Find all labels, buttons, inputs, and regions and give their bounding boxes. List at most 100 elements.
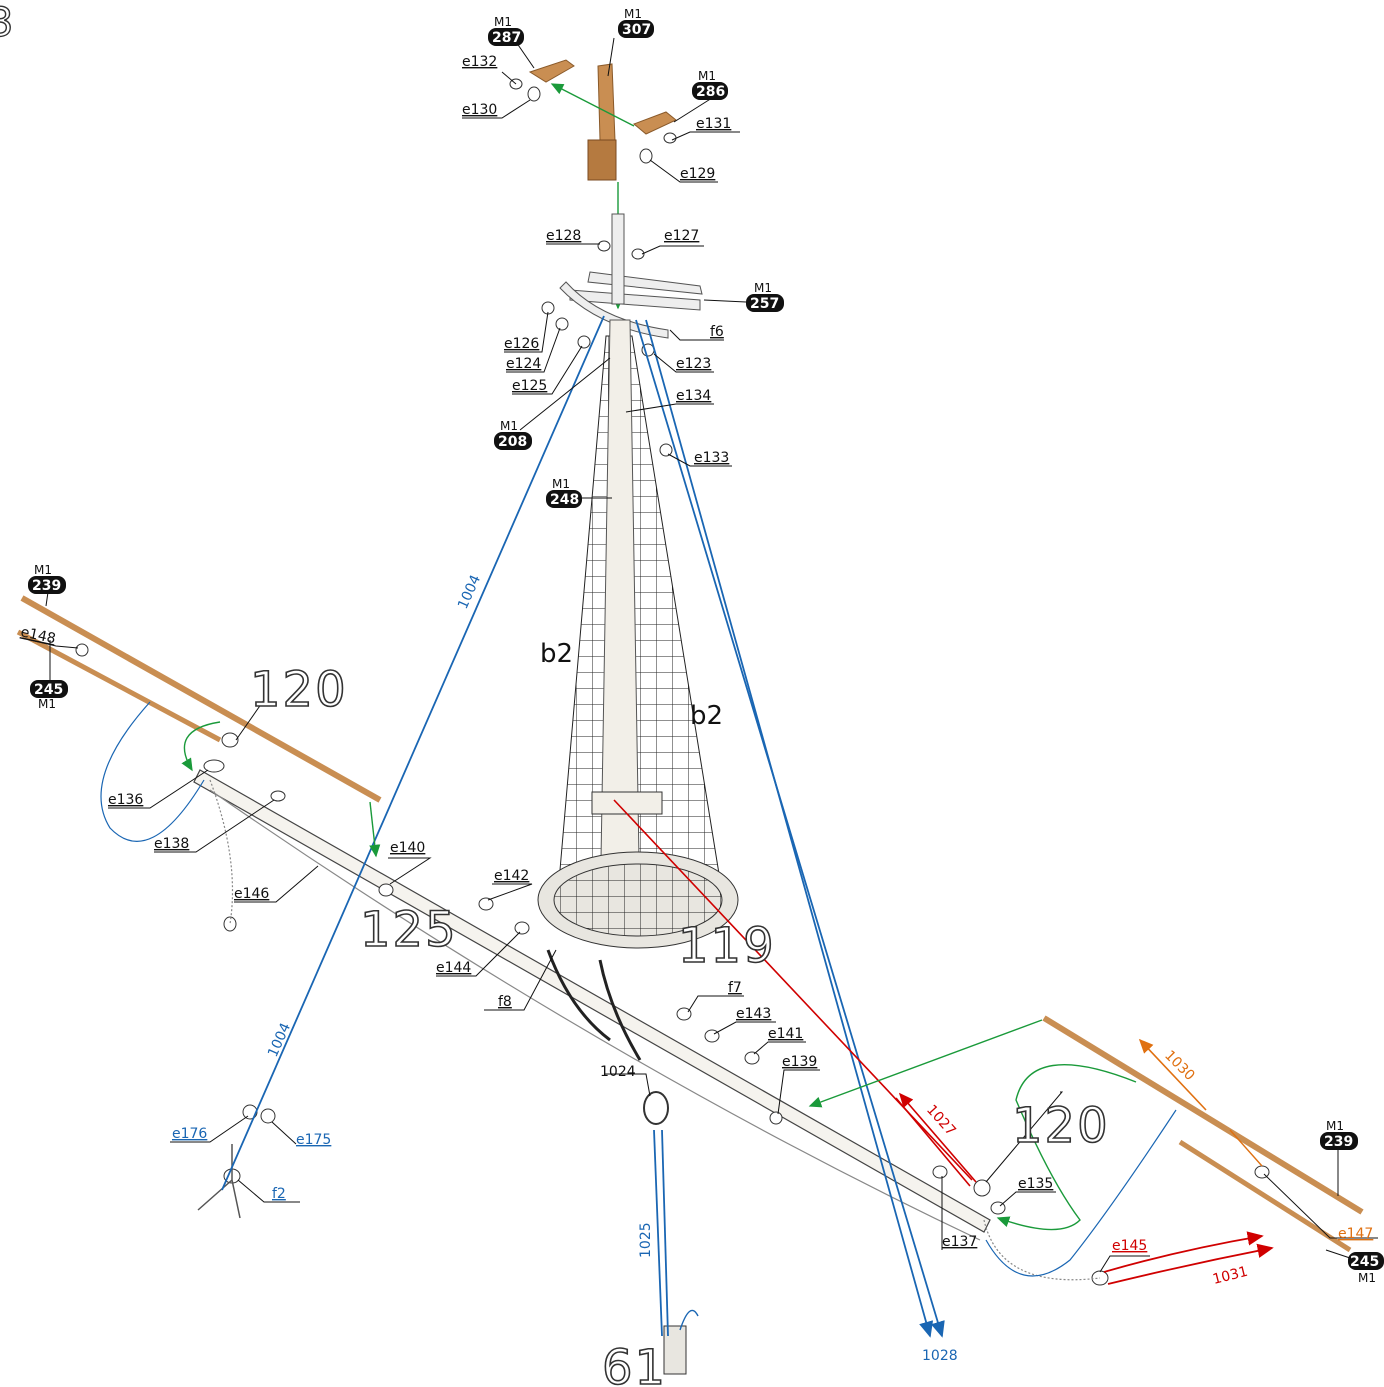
block-e133 xyxy=(659,443,673,457)
rope-label-1024: 1024 xyxy=(600,1064,636,1080)
crosstrees xyxy=(559,213,703,339)
svg-text:239: 239 xyxy=(1324,1134,1353,1150)
label-e124: e124 xyxy=(506,356,541,372)
label-e128: e128 xyxy=(546,228,581,244)
label-e138: e138 xyxy=(154,836,189,852)
svg-text:M1: M1 xyxy=(552,477,570,491)
label-e127: e127 xyxy=(664,228,699,244)
block-e142 xyxy=(478,897,494,911)
svg-text:M1: M1 xyxy=(754,281,772,295)
block-e137-sheave xyxy=(932,1165,948,1179)
label-e139: e139 xyxy=(782,1054,817,1070)
block-e141 xyxy=(744,1051,760,1065)
svg-text:307: 307 xyxy=(622,22,651,38)
rope-label-1031: 1031 xyxy=(1211,1264,1249,1288)
rope-loop-left xyxy=(100,701,205,842)
assembly-number-120-left: 120 xyxy=(250,662,348,718)
block-e140 xyxy=(378,883,394,897)
label-e135: e135 xyxy=(1018,1176,1053,1192)
assembly-number-61: 61 xyxy=(602,1340,667,1387)
svg-text:286: 286 xyxy=(696,84,725,100)
block-e124 xyxy=(555,317,569,331)
svg-text:M1: M1 xyxy=(500,419,518,433)
rope-1025-end xyxy=(679,1309,699,1331)
line-e147 xyxy=(1229,1129,1263,1167)
hoist-block xyxy=(643,1091,669,1125)
label-e142: e142 xyxy=(494,868,529,884)
boom-239-left xyxy=(20,595,382,803)
block-120-right xyxy=(973,1179,991,1197)
svg-text:M1: M1 xyxy=(698,69,716,83)
block-e146 xyxy=(223,916,237,932)
tag-245-left: 245 M1 xyxy=(30,680,68,711)
label-f6: f6 xyxy=(710,324,724,340)
block-e130 xyxy=(527,86,541,102)
boom-239-right xyxy=(1042,1015,1364,1215)
label-e143: e143 xyxy=(736,1006,771,1022)
rope-loop-right xyxy=(985,1109,1177,1277)
tag-287: M1 287 xyxy=(488,15,524,46)
label-e132: e132 xyxy=(462,54,497,70)
assembly-number-119: 119 xyxy=(678,918,776,974)
label-e141: e141 xyxy=(768,1026,803,1042)
rope-1004 xyxy=(221,315,605,1191)
rope-label-1004-lower: 1004 xyxy=(265,1020,294,1059)
block-e138 xyxy=(270,790,286,802)
tag-239-right: M1 239 xyxy=(1320,1119,1358,1150)
rope-label-1030: 1030 xyxy=(1161,1048,1198,1085)
label-e140: e140 xyxy=(390,840,425,856)
svg-text:M1: M1 xyxy=(494,15,512,29)
svg-text:M1: M1 xyxy=(34,563,52,577)
label-e137: e137 xyxy=(942,1234,977,1250)
label-e131: e131 xyxy=(696,116,731,132)
rope-1025-b xyxy=(661,1129,669,1337)
arrow-1030 xyxy=(1138,1038,1207,1111)
label-e146: e146 xyxy=(234,886,269,902)
svg-text:257: 257 xyxy=(750,296,779,312)
label-e136: e136 xyxy=(108,792,143,808)
tag-286: M1 286 xyxy=(692,69,728,100)
tackle-f2-legs xyxy=(197,1144,241,1219)
block-e127 xyxy=(631,248,645,260)
block-e129 xyxy=(639,148,653,164)
rope-1027-a xyxy=(898,1092,977,1183)
label-e175: e175 xyxy=(296,1132,331,1148)
block-e131 xyxy=(663,132,677,144)
block-e148 xyxy=(75,643,89,657)
trestle xyxy=(591,791,663,815)
green-arrow-left-boom xyxy=(369,801,381,858)
svg-text:M1: M1 xyxy=(624,7,642,21)
block-e128 xyxy=(597,240,611,252)
label-f7: f7 xyxy=(728,980,742,996)
label-e133: e133 xyxy=(694,450,729,466)
block-e175 xyxy=(260,1108,276,1124)
green-arrow-right-boom xyxy=(808,1019,1043,1108)
label-f2: f2 xyxy=(272,1186,286,1202)
cap-piece-287 xyxy=(528,59,575,83)
label-e126: e126 xyxy=(504,336,539,352)
tag-239-left: M1 239 xyxy=(28,563,66,594)
label-b2-left: b2 xyxy=(540,639,573,669)
green-arrow-left-block xyxy=(181,721,221,772)
label-e144: e144 xyxy=(436,960,471,976)
tag-245-right: 245 M1 xyxy=(1348,1252,1384,1285)
svg-text:239: 239 xyxy=(32,578,61,594)
label-f8: f8 xyxy=(498,994,512,1010)
label-e148: e148 xyxy=(19,624,57,647)
tag-257: M1 257 xyxy=(746,281,784,312)
topmast xyxy=(587,63,617,181)
svg-text:245: 245 xyxy=(1350,1254,1379,1270)
boom-245-left xyxy=(16,629,222,743)
rope-1027-b xyxy=(895,1097,971,1187)
cap-piece-286 xyxy=(633,111,677,135)
block-e143 xyxy=(704,1029,720,1043)
deck-block-61 xyxy=(663,1325,687,1375)
svg-text:M1: M1 xyxy=(38,697,56,711)
block-e136 xyxy=(203,759,225,773)
assembly-number-120-right: 120 xyxy=(1012,1098,1110,1154)
tag-248: M1 248 xyxy=(546,477,582,508)
tag-307: M1 307 xyxy=(618,7,654,38)
rope-label-1025: 1025 xyxy=(638,1222,654,1258)
